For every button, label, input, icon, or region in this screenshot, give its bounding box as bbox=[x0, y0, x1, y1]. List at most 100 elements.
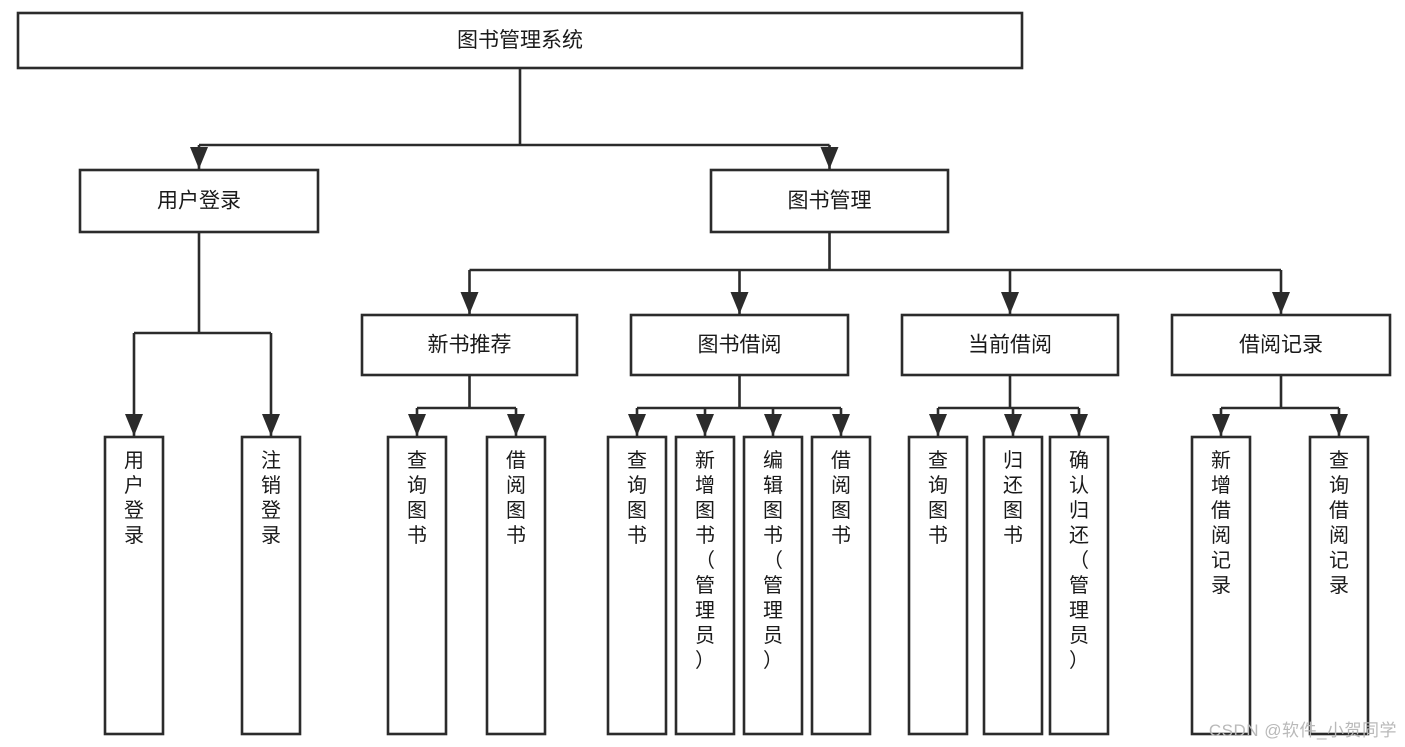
node-leaf-confirm-return-label-char: 确 bbox=[1069, 449, 1089, 472]
node-user-login-label: 用户登录 bbox=[157, 190, 241, 213]
node-leaf-confirm-return-box[interactable] bbox=[1048, 435, 1110, 736]
node-leaf-add-record-label-char: 新 bbox=[1211, 449, 1231, 472]
node-current-borrow-box[interactable] bbox=[900, 313, 1120, 377]
node-user-login[interactable]: 用户登录 bbox=[78, 168, 320, 234]
node-leaf-query-book-borrow-label-char: 询 bbox=[627, 474, 647, 497]
node-leaf-edit-book-label-char: 员 bbox=[763, 625, 783, 647]
node-root-图书管理系统[interactable]: 图书管理系统 bbox=[16, 11, 1024, 70]
node-leaf-edit-book-label-char: 理 bbox=[763, 600, 783, 622]
node-leaf-borrow-book-rec-label-char: 图 bbox=[506, 500, 526, 522]
node-leaf-query-book-borrow-box[interactable] bbox=[606, 435, 668, 736]
arrow-head-icon bbox=[1212, 414, 1230, 436]
node-leaf-query-book-cur-label-char: 询 bbox=[928, 474, 948, 497]
node-borrow-record[interactable]: 借阅记录 bbox=[1170, 313, 1392, 377]
node-leaf-return-book-label-char: 归 bbox=[1003, 449, 1023, 472]
node-book-borrow[interactable]: 图书借阅 bbox=[629, 313, 850, 377]
node-root-图书管理系统-box[interactable] bbox=[16, 11, 1024, 70]
node-leaf-query-record-label-char: 阅 bbox=[1329, 524, 1349, 547]
node-leaf-edit-book-label-char: 管 bbox=[763, 574, 783, 597]
node-leaf-add-record-label-char: 阅 bbox=[1211, 524, 1231, 547]
edge-group-root bbox=[190, 68, 839, 169]
node-leaf-return-book-label-char: 书 bbox=[1003, 524, 1023, 547]
node-book-borrow-box[interactable] bbox=[629, 313, 850, 377]
node-leaf-add-record-label-char: 增 bbox=[1211, 474, 1231, 497]
nodes-layer: 图书管理系统用户登录图书管理新书推荐图书借阅当前借阅借阅记录用户登录注销登录查询… bbox=[16, 11, 1392, 736]
node-leaf-add-record-label-char: 记 bbox=[1211, 549, 1231, 572]
arrow-head-icon bbox=[1070, 414, 1088, 436]
arrow-head-icon bbox=[832, 414, 850, 436]
arrow-head-icon bbox=[460, 292, 479, 314]
node-leaf-add-book-label-char: 员 bbox=[695, 625, 715, 647]
node-leaf-logout-login-label-char: 销 bbox=[261, 474, 281, 497]
node-leaf-query-book-cur-label-char: 查 bbox=[928, 449, 948, 472]
arrow-head-icon bbox=[1004, 414, 1022, 436]
node-leaf-borrow-book-label-char: 阅 bbox=[831, 474, 851, 497]
node-leaf-add-book-label-char: 书 bbox=[695, 524, 715, 547]
node-leaf-borrow-book-box[interactable] bbox=[810, 435, 872, 736]
node-new-book-rec[interactable]: 新书推荐 bbox=[360, 313, 579, 377]
node-leaf-borrow-book-label-char: 书 bbox=[831, 524, 851, 547]
node-leaf-user-login-box[interactable] bbox=[103, 435, 165, 736]
node-leaf-add-book-box[interactable] bbox=[674, 435, 736, 736]
node-user-login-box[interactable] bbox=[78, 168, 320, 234]
arrow-head-icon bbox=[262, 414, 280, 436]
node-leaf-query-book-rec-label-char: 询 bbox=[407, 474, 427, 497]
node-leaf-logout-login-box[interactable] bbox=[240, 435, 302, 736]
edge-group-book-manage bbox=[460, 232, 1290, 314]
node-book-manage-box[interactable] bbox=[709, 168, 950, 234]
node-new-book-rec-box[interactable] bbox=[360, 313, 579, 377]
arrow-head-icon bbox=[929, 414, 947, 436]
node-leaf-user-login-label-char: 户 bbox=[124, 474, 144, 497]
node-leaf-query-book-cur-label-char: 书 bbox=[928, 524, 948, 547]
arrow-head-icon bbox=[1272, 292, 1290, 314]
node-leaf-user-login[interactable]: 用户登录 bbox=[103, 435, 165, 736]
node-leaf-add-record-label-char: 借 bbox=[1211, 499, 1231, 522]
node-leaf-confirm-return-label-char: 理 bbox=[1069, 600, 1089, 622]
node-leaf-query-book-rec-label-char: 书 bbox=[407, 524, 427, 547]
node-current-borrow[interactable]: 当前借阅 bbox=[900, 313, 1120, 377]
node-leaf-add-book-label-char: ） bbox=[695, 649, 715, 672]
node-leaf-add-record-box[interactable] bbox=[1190, 435, 1252, 736]
node-leaf-return-book-label-char: 还 bbox=[1003, 474, 1023, 497]
node-leaf-edit-book-label-char: 图 bbox=[763, 500, 783, 522]
node-leaf-edit-book-label-char: （ bbox=[763, 549, 783, 572]
node-book-manage[interactable]: 图书管理 bbox=[709, 168, 950, 234]
node-leaf-edit-book-label-char: 编 bbox=[763, 449, 783, 472]
node-leaf-user-login-label-char: 登 bbox=[124, 499, 144, 522]
node-borrow-record-box[interactable] bbox=[1170, 313, 1392, 377]
node-leaf-query-record-label-char: 借 bbox=[1329, 499, 1349, 522]
node-leaf-query-book-rec-label-char: 查 bbox=[407, 449, 427, 472]
node-leaf-borrow-book-rec-box[interactable] bbox=[485, 435, 547, 736]
node-leaf-query-book-borrow-label-char: 查 bbox=[627, 449, 647, 472]
arrow-head-icon bbox=[764, 414, 782, 436]
node-leaf-edit-book-label-char: 书 bbox=[763, 524, 783, 547]
node-new-book-rec-label: 新书推荐 bbox=[428, 334, 512, 357]
node-leaf-return-book-box[interactable] bbox=[982, 435, 1044, 736]
node-leaf-edit-book-box[interactable] bbox=[742, 435, 804, 736]
node-leaf-return-book-label-char: 图 bbox=[1003, 500, 1023, 522]
node-leaf-query-record-box[interactable] bbox=[1308, 435, 1370, 736]
node-leaf-query-record-label-char: 录 bbox=[1329, 575, 1349, 597]
node-leaf-add-book-label-char: 管 bbox=[695, 574, 715, 597]
node-leaf-user-login-label-char: 用 bbox=[124, 450, 144, 472]
node-leaf-query-book-rec-box[interactable] bbox=[386, 435, 448, 736]
node-leaf-confirm-return-label-char: 员 bbox=[1069, 625, 1089, 647]
edges-layer bbox=[125, 68, 1348, 436]
node-leaf-logout-login-label-char: 录 bbox=[261, 525, 281, 547]
node-leaf-query-book-cur-box[interactable] bbox=[907, 435, 969, 736]
node-borrow-record-label: 借阅记录 bbox=[1239, 334, 1323, 357]
